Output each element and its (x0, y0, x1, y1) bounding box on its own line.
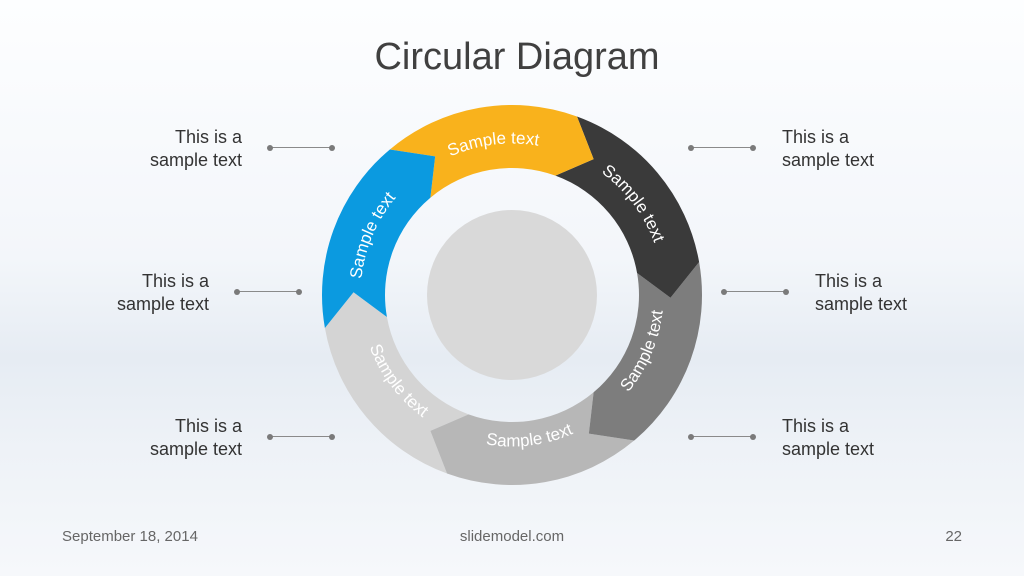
connector-dot (688, 433, 694, 440)
connector-dot (329, 144, 335, 151)
callout-line: This is a (141, 271, 209, 291)
connector-top-left (267, 144, 335, 151)
callout-mid-left: This is a sample text (117, 270, 209, 316)
callout-line: sample text (149, 439, 242, 459)
ring-segment (555, 116, 700, 298)
callout-line: This is a (174, 127, 242, 147)
connector-dot (267, 144, 273, 151)
callout-top-right: This is a sample text (782, 126, 874, 172)
ring-segment (324, 292, 469, 474)
callout-line: sample text (116, 294, 209, 314)
connector-bottom-left (267, 433, 335, 440)
callout-top-left: This is a sample text (150, 126, 242, 172)
connector-dot (783, 288, 789, 295)
center-circle (427, 210, 597, 380)
callout-line: This is a (782, 127, 850, 147)
connector-dot (329, 433, 335, 440)
connector-dot (750, 144, 756, 151)
callout-line: This is a (782, 416, 850, 436)
connector-dot (750, 433, 756, 440)
callout-bottom-right: This is a sample text (782, 415, 874, 461)
connector-mid-left (234, 288, 302, 295)
footer-page-number: 22 (945, 528, 962, 545)
callout-line: sample text (149, 150, 242, 170)
connector-dot (721, 288, 727, 295)
ring-segment (430, 392, 635, 485)
ring-segment (322, 149, 436, 328)
ring-segment (588, 262, 702, 441)
footer-date: September 18, 2014 (62, 528, 198, 545)
connector-bottom-right (688, 433, 756, 440)
connector-dot (296, 288, 302, 295)
callout-line: sample text (782, 439, 875, 459)
callout-bottom-left: This is a sample text (150, 415, 242, 461)
connector-dot (688, 144, 694, 151)
connector-top-right (688, 144, 756, 151)
connector-mid-right (721, 288, 789, 295)
footer-site: slidemodel.com (459, 528, 565, 545)
connector-dot (234, 288, 240, 295)
slide-title: Circular Diagram (374, 36, 660, 78)
ring-segment (389, 105, 594, 198)
callout-mid-right: This is a sample text (815, 270, 907, 316)
callout-line: This is a (174, 416, 242, 436)
callout-line: This is a (815, 271, 883, 291)
connector-dot (267, 433, 273, 440)
callout-line: sample text (782, 150, 875, 170)
callout-line: sample text (815, 294, 908, 314)
